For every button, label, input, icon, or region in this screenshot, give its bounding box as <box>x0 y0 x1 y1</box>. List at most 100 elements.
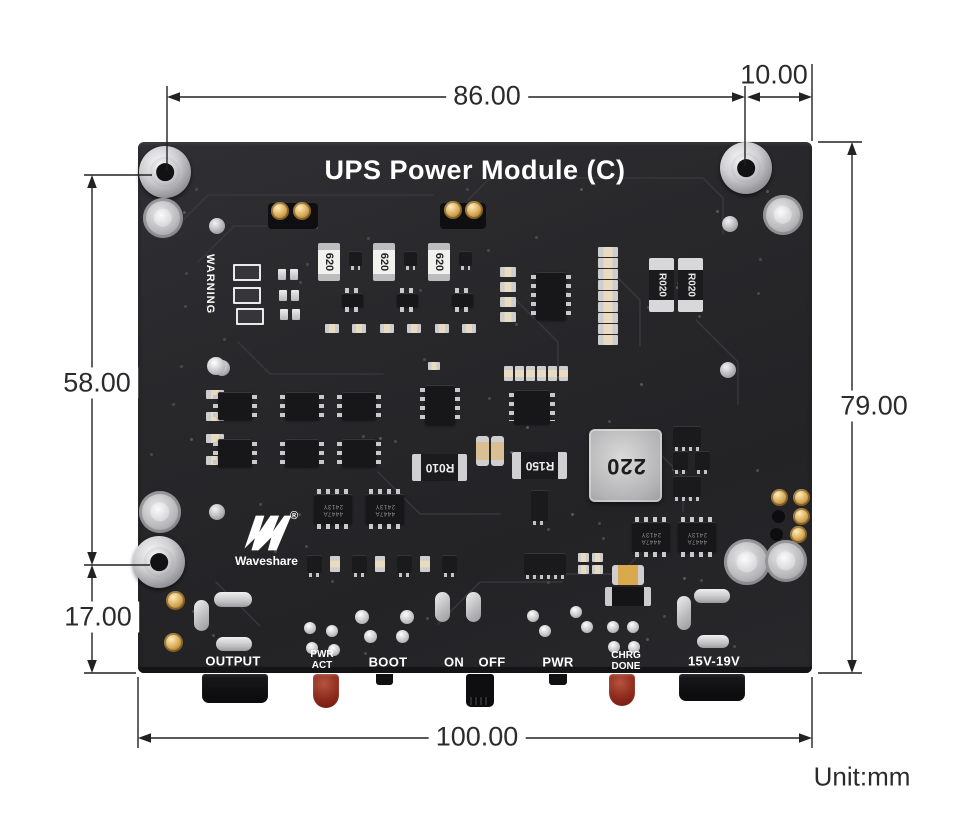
via <box>273 549 277 553</box>
via <box>602 537 606 541</box>
via <box>184 305 188 309</box>
solder-dot <box>396 630 409 643</box>
via <box>676 286 680 290</box>
mosfet <box>673 476 701 501</box>
via <box>304 545 308 549</box>
resistor <box>592 553 603 562</box>
label-on: ON <box>443 654 465 670</box>
resistor-value-label: 620 <box>433 252 445 272</box>
plated-hole-bottom-left <box>139 491 181 533</box>
via <box>598 522 602 526</box>
label-pwr: PWR <box>542 654 574 670</box>
ic-soic8 <box>337 439 381 467</box>
diode <box>605 587 651 606</box>
resistor <box>462 324 476 333</box>
resistor <box>598 324 618 334</box>
pogo-pin <box>293 202 311 220</box>
resistor <box>559 366 568 381</box>
rivet <box>209 504 225 520</box>
solder-dot <box>628 641 640 653</box>
label-off: OFF <box>478 654 506 670</box>
jumper-pad <box>236 308 264 325</box>
via <box>306 262 310 266</box>
dimension-label-bottom-span: 100.00 <box>428 721 526 753</box>
solder-dot <box>306 642 318 654</box>
transistor-sot23 <box>442 555 457 577</box>
via <box>298 512 302 516</box>
resistor <box>598 258 618 268</box>
resistor <box>206 390 224 399</box>
via <box>534 235 538 239</box>
resistor <box>598 335 618 345</box>
pogo-pin <box>271 202 289 220</box>
via <box>662 615 666 619</box>
resistor <box>206 434 224 443</box>
via <box>298 281 302 285</box>
transistor-sot23 <box>459 251 472 270</box>
on-off-slide-switch <box>466 674 494 707</box>
via <box>640 383 644 387</box>
pad-pair <box>280 309 300 320</box>
pad-pair <box>278 269 298 280</box>
solder-pad <box>216 637 252 651</box>
solder-pad <box>694 589 730 603</box>
transistor-sot23 <box>307 555 322 577</box>
via <box>515 323 519 327</box>
solder-dot <box>627 621 639 633</box>
inductor-value-label: 220 <box>605 453 646 479</box>
shunt-resistor-r150: R150 <box>512 452 567 479</box>
jumper-pad <box>233 264 261 281</box>
via <box>579 187 583 191</box>
shunt-resistor-r020: R020 <box>678 258 703 312</box>
solder-dot <box>400 610 414 624</box>
ic-sot363 <box>452 288 473 312</box>
solder-pad <box>194 600 209 631</box>
transistor-sot23 <box>397 555 412 577</box>
ic-soic8 <box>280 439 324 467</box>
shunt-value-label: R150 <box>525 458 554 473</box>
ic-soic8 <box>420 385 460 425</box>
ic-soic8 <box>213 439 257 467</box>
solder-dot <box>581 621 593 633</box>
via <box>222 337 226 341</box>
warning-label: WARNING <box>204 254 216 315</box>
mosfet <box>695 451 710 474</box>
via <box>419 288 423 292</box>
via <box>645 638 649 642</box>
resistor <box>500 312 516 322</box>
label-input-range: 15V-19V <box>688 653 740 669</box>
plated-hole-top-left <box>143 198 183 238</box>
via <box>171 403 175 406</box>
plated-hole-bottom-right-2 <box>765 540 807 582</box>
pin-hole <box>772 510 785 523</box>
via <box>426 616 430 620</box>
via <box>363 651 367 655</box>
transistor-sot23 <box>352 555 367 577</box>
via <box>330 579 334 583</box>
boot-button <box>376 674 393 685</box>
via <box>183 210 187 214</box>
output-dc-jack <box>202 674 268 703</box>
resistor <box>578 553 589 562</box>
resistor <box>500 267 516 277</box>
pin-hole <box>770 528 783 541</box>
dimension-label-left-lower-span: 17.00 <box>57 601 139 633</box>
via <box>647 306 651 310</box>
pogo-pin <box>793 508 810 525</box>
resistor <box>330 556 340 572</box>
dimension-label-top-span: 86.00 <box>446 80 528 112</box>
transistor-sot23 <box>349 251 362 270</box>
label-boot: BOOT <box>368 654 408 670</box>
mosfet <box>673 451 688 474</box>
resistor <box>420 556 430 572</box>
resistor <box>592 565 603 574</box>
ic-sot363 <box>342 288 363 312</box>
transistor-sot89 <box>524 553 566 579</box>
unit-label: Unit:mm <box>813 761 911 792</box>
pogo-pin <box>790 526 807 543</box>
resistor <box>325 324 339 333</box>
